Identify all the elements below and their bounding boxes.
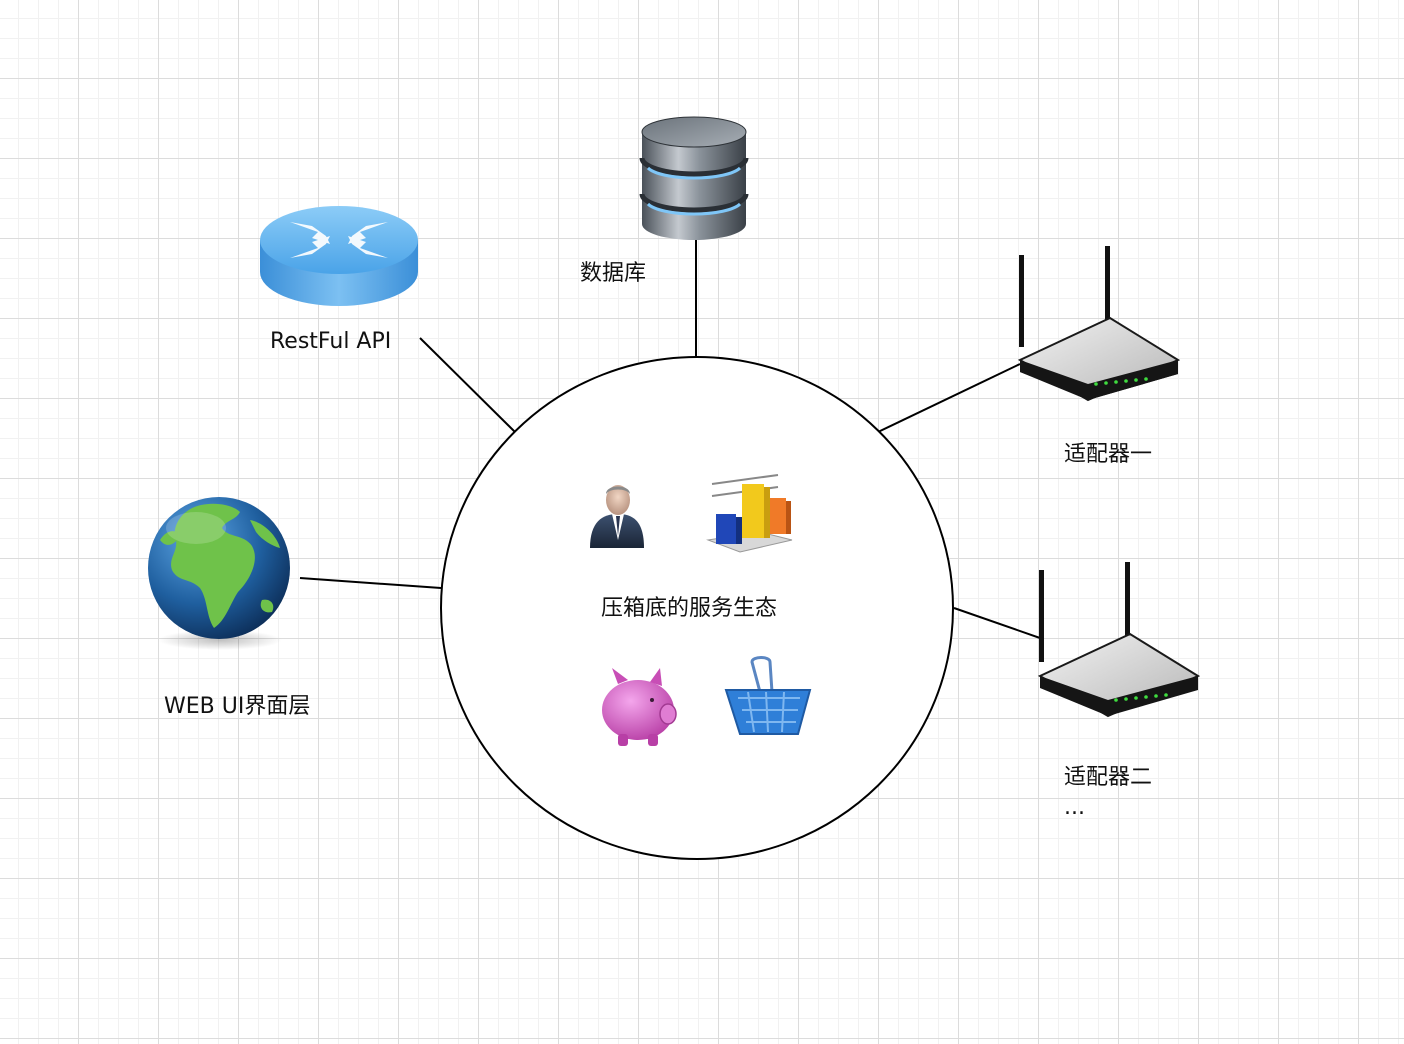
database-label: 数据库 [580,261,647,286]
adapter-1-label: 适配器一 [1064,442,1153,467]
router-icon[interactable] [260,206,418,306]
globe-icon[interactable] [148,497,290,650]
connectors [299,240,1041,639]
hub-label: 压箱底的服务生态 [601,596,778,621]
restful-api-label: RestFul API [270,329,392,354]
hub-circle[interactable] [440,356,954,860]
connector-restful-api [419,337,516,433]
wireless-router-icon[interactable] [1017,246,1181,402]
connector-web-ui [299,577,442,589]
adapter-2-label: 适配器二 [1064,765,1153,790]
adapter-2-ellipsis: ... [1064,795,1085,820]
businessman-icon [590,485,644,548]
connector-adapter-1 [877,363,1021,433]
wireless-router-icon[interactable] [1037,562,1201,718]
piggy-bank-icon [602,668,677,746]
database-icon[interactable] [639,116,749,240]
bar-chart-icon [706,474,793,553]
web-ui-label: WEB UI界面层 [164,694,311,719]
connector-adapter-2 [953,607,1041,639]
shopping-basket-icon [724,656,812,735]
